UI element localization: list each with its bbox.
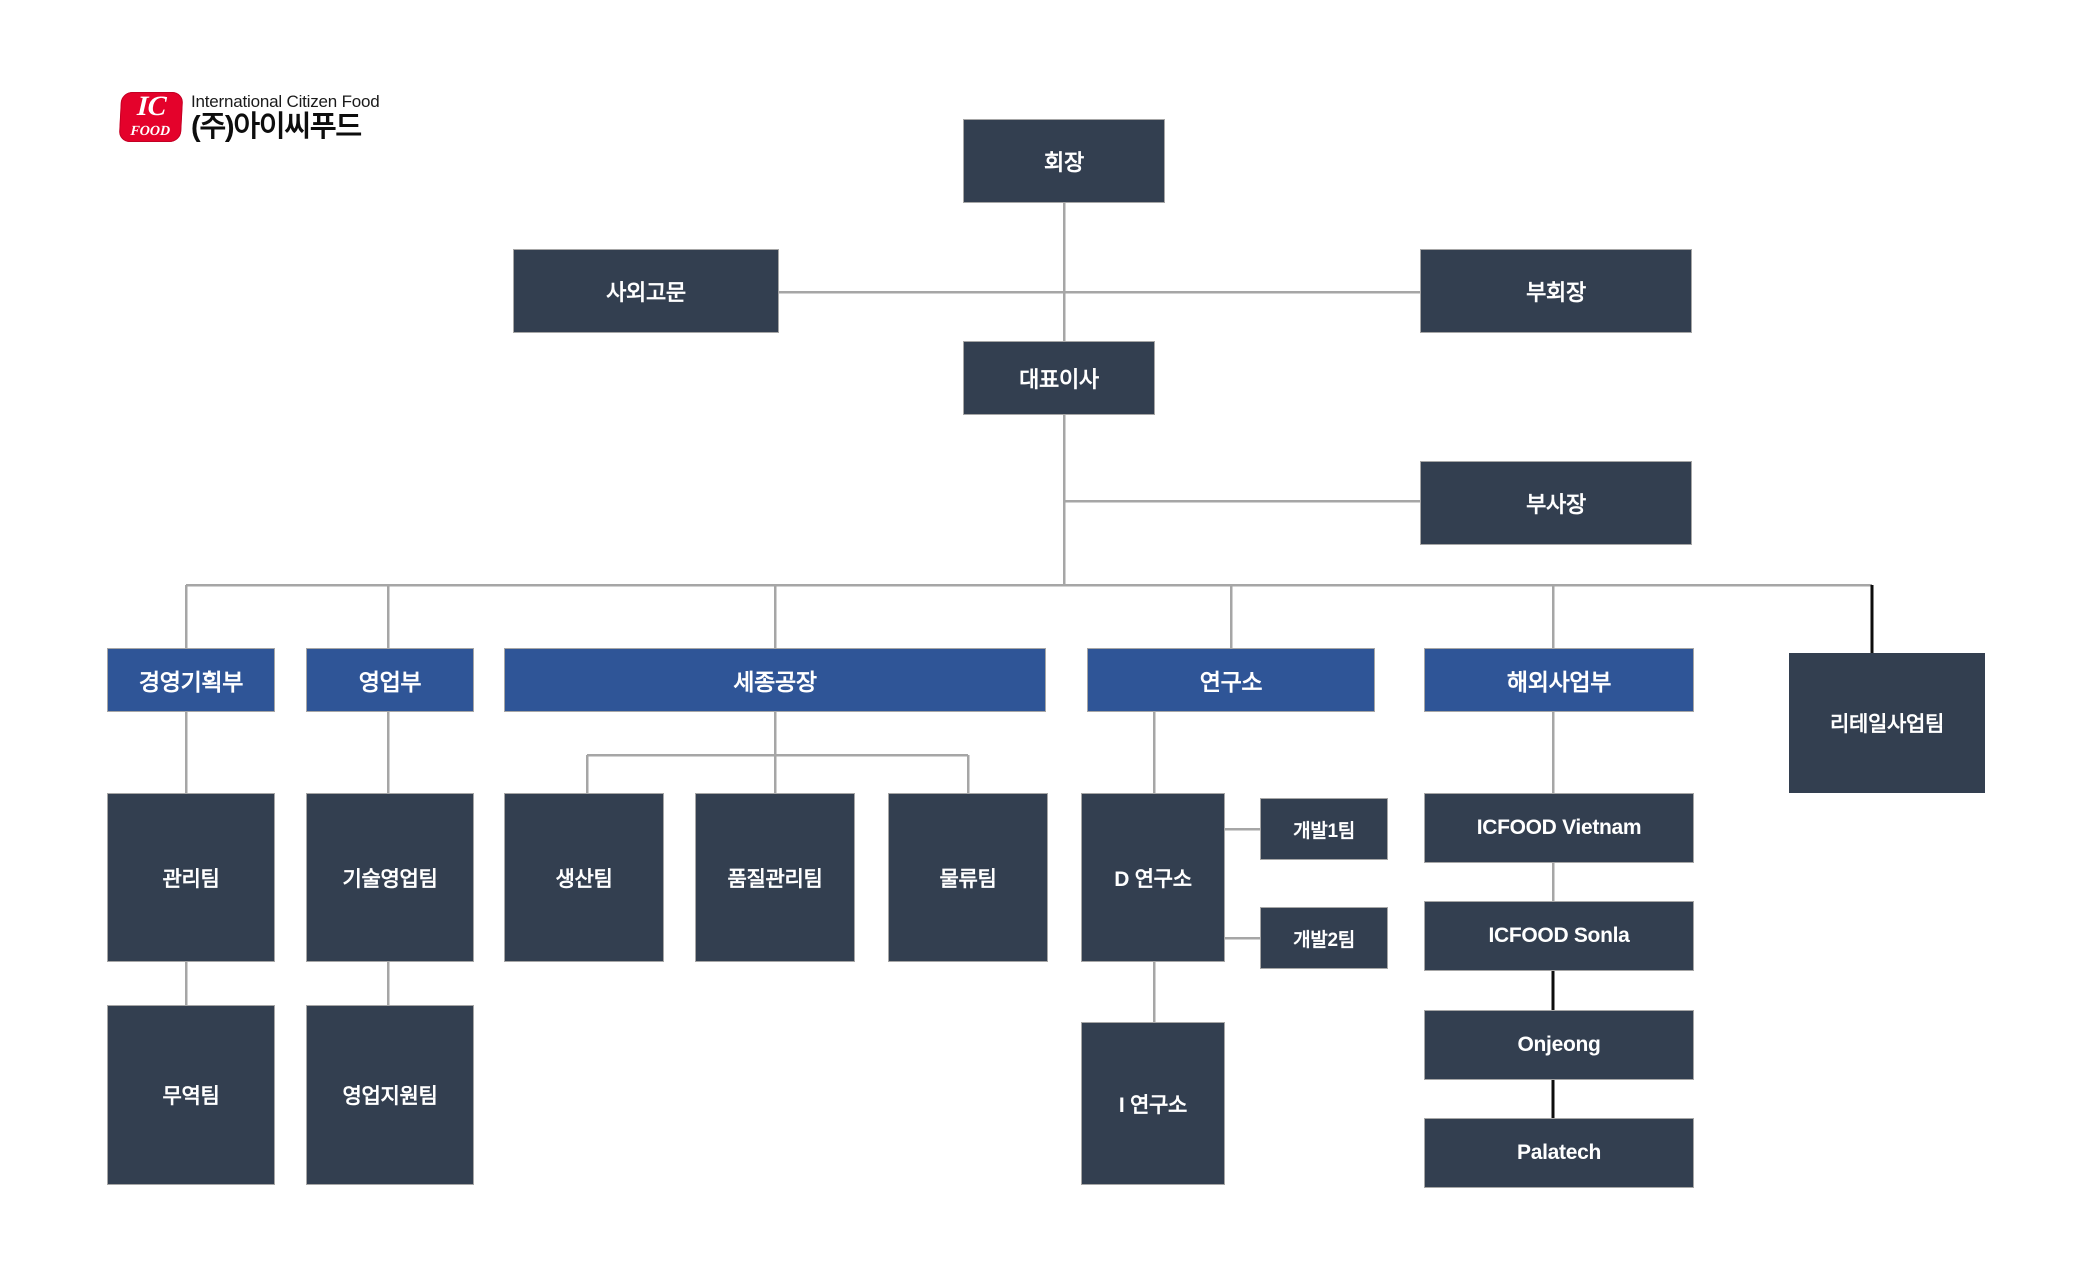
node-research-center[interactable]: 연구소 xyxy=(1087,648,1375,712)
logo-wordmark: International Citizen Food (주)아이씨푸드 xyxy=(191,93,380,142)
node-mgmt-planning[interactable]: 경영기획부 xyxy=(107,648,275,712)
node-trade-team[interactable]: 무역팀 xyxy=(107,1005,275,1185)
node-sejong-plant[interactable]: 세종공장 xyxy=(504,648,1046,712)
icfood-logo-icon: IC FOOD xyxy=(118,91,184,142)
node-dev-team-1[interactable]: 개발1팀 xyxy=(1260,798,1388,860)
logo-mark-top: IC xyxy=(136,91,167,122)
node-production-team[interactable]: 생산팀 xyxy=(504,793,664,962)
node-vice-chairman[interactable]: 부회장 xyxy=(1420,249,1692,333)
node-i-lab[interactable]: I 연구소 xyxy=(1081,1022,1225,1185)
node-dev-team-2[interactable]: 개발2팀 xyxy=(1260,907,1388,969)
node-admin-team[interactable]: 관리팀 xyxy=(107,793,275,962)
node-overseas-dept[interactable]: 해외사업부 xyxy=(1424,648,1694,712)
node-ceo[interactable]: 대표이사 xyxy=(963,341,1155,415)
logo-mark-bottom: FOOD xyxy=(130,124,171,139)
node-tech-sales-team[interactable]: 기술영업팀 xyxy=(306,793,474,962)
node-retail-team[interactable]: 리테일사업팀 xyxy=(1789,653,1985,793)
node-palatech[interactable]: Palatech xyxy=(1424,1118,1694,1188)
node-icfood-vietnam[interactable]: ICFOOD Vietnam xyxy=(1424,793,1694,863)
node-vice-president[interactable]: 부사장 xyxy=(1420,461,1692,545)
logo-english-name: International Citizen Food xyxy=(191,91,380,111)
node-qc-team[interactable]: 품질관리팀 xyxy=(695,793,855,962)
node-onjeong[interactable]: Onjeong xyxy=(1424,1010,1694,1080)
node-icfood-sonla[interactable]: ICFOOD Sonla xyxy=(1424,901,1694,971)
company-logo: IC FOOD International Citizen Food (주)아이… xyxy=(118,91,380,142)
node-sales-support-team[interactable]: 영업지원팀 xyxy=(306,1005,474,1185)
node-d-lab[interactable]: D 연구소 xyxy=(1081,793,1225,962)
node-outside-advisor[interactable]: 사외고문 xyxy=(513,249,779,333)
node-sales-dept[interactable]: 영업부 xyxy=(306,648,474,712)
logo-korean-name: (주)아이씨푸드 xyxy=(191,110,362,143)
node-logistics-team[interactable]: 물류팀 xyxy=(888,793,1048,962)
node-chairman[interactable]: 회장 xyxy=(963,119,1165,203)
